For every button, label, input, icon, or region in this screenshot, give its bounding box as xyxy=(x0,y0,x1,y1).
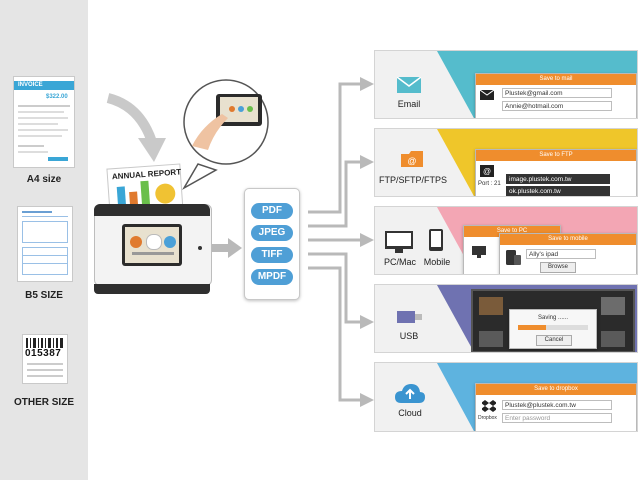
touchscreen-zoom-bubble xyxy=(181,79,269,191)
barcode-number: 015387 xyxy=(25,348,62,359)
email-label: Email xyxy=(397,99,421,109)
dropbox-icon xyxy=(482,400,496,412)
cloud-label: Cloud xyxy=(398,408,422,418)
doc-size-a4: A4 size xyxy=(26,174,62,185)
barcode-icon xyxy=(26,338,63,348)
ftp-field-1[interactable]: image.plustek.com.tw xyxy=(506,174,610,184)
scanner-screen xyxy=(122,224,182,266)
mobile-dialog: Save to mobile Ally's ipad Browse xyxy=(499,233,637,274)
document-size-column: INVOICE $322.00 A4 size B5 SIZE 015387 xyxy=(0,0,88,480)
ftp-label: FTP/SFTP/FTPS xyxy=(379,175,448,185)
svg-text:@: @ xyxy=(407,156,416,166)
cloud-icon xyxy=(395,384,425,403)
format-mpdf[interactable]: MPDF xyxy=(251,269,293,285)
email-dialog-title: Save to mail xyxy=(476,74,636,85)
mobile-label: Mobile xyxy=(423,257,451,267)
saving-text: Saving ...... xyxy=(537,315,568,321)
doc-size-b5: B5 SIZE xyxy=(25,290,63,301)
feed-arrow xyxy=(106,93,166,162)
destination-usb[interactable]: USB Saving ...... Cancel xyxy=(374,284,638,353)
ftp-port-value[interactable]: 21 xyxy=(494,181,501,187)
destination-email[interactable]: Email Save to mail Plustek@gmail.com Ann… xyxy=(374,50,638,119)
ftp-dialog: Save to FTP @ Port : 21 image.plustek.co… xyxy=(475,149,637,196)
b5-document xyxy=(17,206,73,282)
format-jpeg[interactable]: JPEG xyxy=(251,225,293,241)
invoice-amount: $322.00 xyxy=(46,94,68,100)
saving-dialog: Saving ...... Cancel xyxy=(509,309,597,349)
pc-small-icon xyxy=(472,246,486,258)
usb-label: USB xyxy=(399,331,419,341)
invoice-document: INVOICE $322.00 xyxy=(13,76,75,168)
email-dialog: Save to mail Plustek@gmail.com Annie@hot… xyxy=(475,73,637,118)
email-icon xyxy=(397,77,421,93)
ftp-dialog-title: Save to FTP xyxy=(476,150,636,161)
pc-label: PC/Mac xyxy=(383,257,416,267)
email-field-2[interactable]: Annie@hotmail.com xyxy=(502,101,612,111)
destination-pc-mobile[interactable]: PC/Mac Mobile Save to PC Save to mobile … xyxy=(374,206,638,275)
cancel-button[interactable]: Cancel xyxy=(536,335,572,346)
mobile-device-icon xyxy=(429,229,443,251)
mobile-device-field[interactable]: Ally's ipad xyxy=(526,249,596,259)
arrow-to-formats xyxy=(212,238,242,258)
file-format-panel: PDF JPEG TIFF MPDF xyxy=(244,188,300,300)
svg-text:@: @ xyxy=(483,167,491,176)
usb-drive-icon xyxy=(397,311,422,323)
dropbox-password-field[interactable]: Enter password xyxy=(502,413,612,423)
pc-monitor-icon xyxy=(385,231,413,253)
mail-icon xyxy=(480,90,494,100)
pc-dialog-title: Save to PC xyxy=(464,226,560,237)
ftp-server-icon: @ xyxy=(480,165,494,177)
dropbox-service-label: Dropbox xyxy=(478,415,497,421)
doc-size-other: OTHER SIZE xyxy=(13,397,74,408)
format-pdf[interactable]: PDF xyxy=(251,203,293,219)
ftp-field-2[interactable]: ok.plustek.com.tw xyxy=(506,186,610,196)
format-tiff[interactable]: TIFF xyxy=(251,247,293,263)
dropbox-dialog: Save to dropbox Dropbox Plustek@plustek.… xyxy=(475,383,637,431)
routing-arrows xyxy=(308,77,374,407)
destination-ftp[interactable]: @ FTP/SFTP/FTPS Save to FTP @ Port : 21 … xyxy=(374,128,638,197)
scanner-device: ANNUAL REPORT xyxy=(94,163,212,296)
barcode-card: 015387 xyxy=(22,334,68,384)
scanner-paper-text: ANNUAL REPORT xyxy=(111,167,182,182)
email-field-1[interactable]: Plustek@gmail.com xyxy=(502,88,612,98)
destination-cloud[interactable]: Cloud Save to dropbox Dropbox Plustek@pl… xyxy=(374,362,638,432)
mobile-dialog-title: Save to mobile xyxy=(500,234,636,245)
dropbox-account-field[interactable]: Plustek@plustek.com.tw xyxy=(502,400,612,410)
dropbox-dialog-title: Save to dropbox xyxy=(476,384,636,395)
browse-button[interactable]: Browse xyxy=(540,262,576,273)
usb-device-screen: Saving ...... Cancel xyxy=(471,289,635,352)
ftp-folder-icon: @ xyxy=(401,151,423,167)
ftp-port-label: Port : xyxy=(478,181,493,187)
ipad-icon xyxy=(506,250,521,265)
saving-progress-bar xyxy=(518,325,588,330)
power-indicator xyxy=(198,246,202,250)
invoice-title: INVOICE xyxy=(18,82,43,88)
